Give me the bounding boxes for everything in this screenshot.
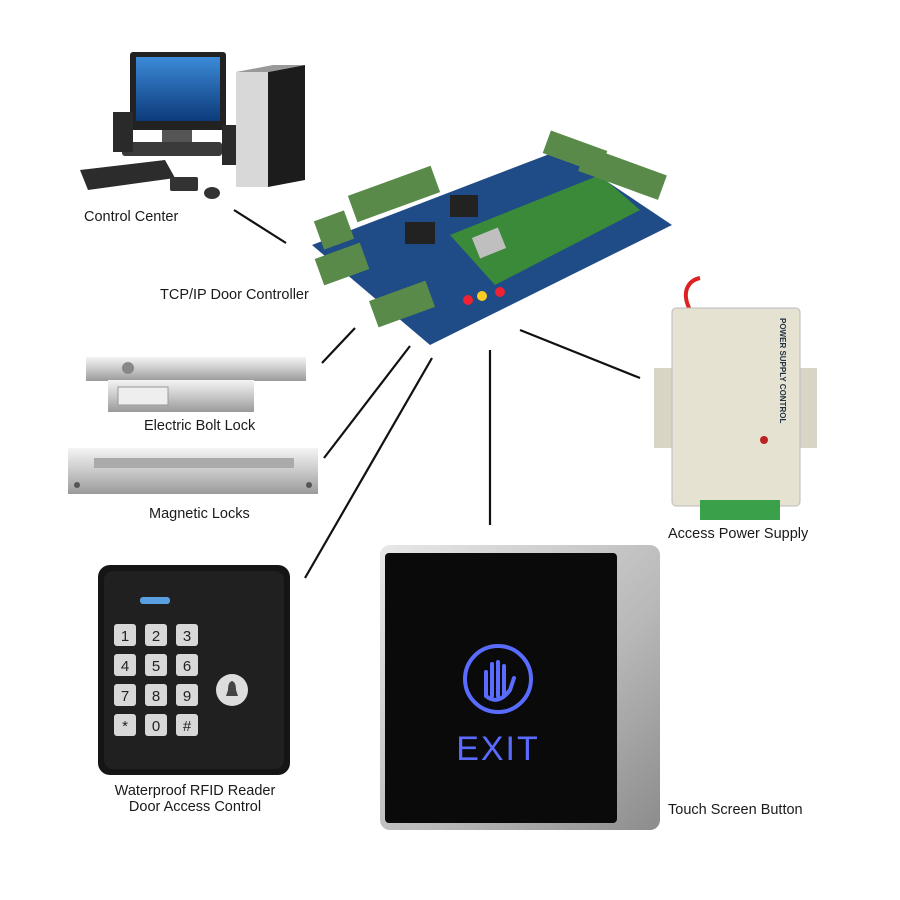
- keypad-key-6: 6: [176, 654, 198, 676]
- label-magnetic-locks: Magnetic Locks: [149, 506, 250, 522]
- label-rfid-line2: Door Access Control: [128, 799, 262, 815]
- keypad-key-0: 0: [145, 714, 167, 736]
- computer-image: [80, 52, 305, 199]
- label-rfid-reader: Waterproof RFID Reader Door Access Contr…: [110, 783, 280, 815]
- label-rfid-line1: Waterproof RFID Reader: [114, 783, 276, 799]
- label-access-power-supply: Access Power Supply: [668, 526, 809, 542]
- hand-icon: [484, 660, 516, 702]
- svg-text:0: 0: [152, 718, 160, 735]
- power-supply-image: POWER SUPPLY CONTROL: [654, 276, 817, 520]
- keypad-keys: 1 2 3 4 5 6 7 8 9 * 0 #: [114, 624, 198, 736]
- svg-text:#: #: [183, 718, 192, 735]
- line-magnetic-lock: [323, 345, 411, 459]
- line-bolt-lock: [321, 327, 356, 364]
- exit-text: EXIT: [456, 730, 540, 768]
- keypad-key-2: 2: [145, 624, 167, 646]
- svg-text:3: 3: [183, 628, 191, 645]
- svg-text:*: *: [122, 718, 128, 735]
- hand-icon-ring: [463, 644, 533, 714]
- line-power-supply: [519, 328, 641, 380]
- keypad-key-hash: #: [176, 714, 198, 736]
- svg-text:6: 6: [183, 658, 191, 675]
- keypad-key-3: 3: [176, 624, 198, 646]
- svg-text:4: 4: [121, 658, 129, 675]
- rfid-keypad-image: 1 2 3 4 5 6 7 8 9 * 0 #: [98, 565, 290, 775]
- label-control-center: Control Center: [84, 209, 179, 225]
- label-electric-bolt-lock: Electric Bolt Lock: [144, 418, 256, 434]
- label-door-controller: TCP/IP Door Controller: [160, 287, 309, 303]
- svg-text:9: 9: [183, 688, 191, 705]
- magnetic-lock-image: [68, 448, 318, 494]
- svg-text:2: 2: [152, 628, 160, 645]
- electric-bolt-lock-image: [86, 357, 306, 412]
- keypad-key-8: 8: [145, 684, 167, 706]
- line-rfid-reader: [304, 357, 433, 579]
- keypad-key-1: 1: [114, 624, 136, 646]
- door-controller-board: [312, 130, 672, 345]
- keypad-key-star: *: [114, 714, 136, 736]
- power-supply-device-title: POWER SUPPLY CONTROL: [778, 318, 787, 423]
- svg-text:5: 5: [152, 658, 160, 675]
- label-touch-screen-button: Touch Screen Button: [668, 802, 803, 818]
- svg-text:8: 8: [152, 688, 160, 705]
- svg-text:7: 7: [121, 688, 129, 705]
- connector-lines: [233, 209, 641, 579]
- exit-touch-button-image: EXIT: [380, 545, 660, 830]
- svg-text:1: 1: [121, 628, 129, 645]
- keypad-key-9: 9: [176, 684, 198, 706]
- keypad-key-4: 4: [114, 654, 136, 676]
- keypad-key-5: 5: [145, 654, 167, 676]
- keypad-key-7: 7: [114, 684, 136, 706]
- line-control-center: [233, 209, 287, 244]
